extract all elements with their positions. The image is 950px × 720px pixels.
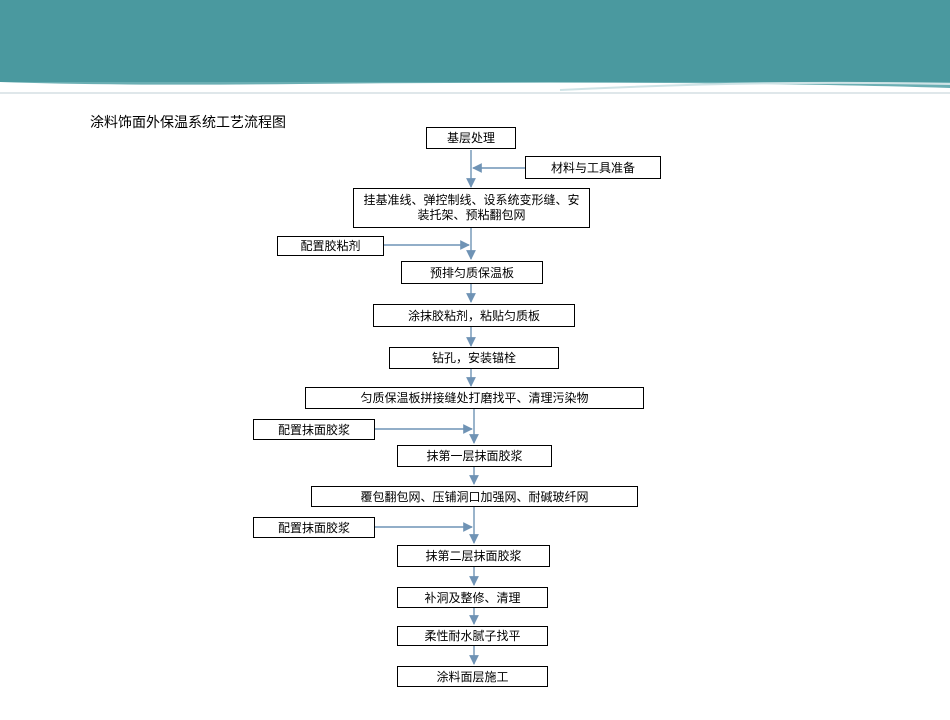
step-prearrange-boards: 预排匀质保温板 (401, 261, 543, 284)
step-mesh-reinforcement: 覆包翻包网、压铺洞口加强网、耐碱玻纤网 (311, 486, 638, 507)
step-sand-joints: 匀质保温板拼接缝处打磨找平、清理污染物 (305, 387, 644, 409)
step-paint-finish: 涂料面层施工 (397, 666, 548, 687)
page-title: 涂料饰面外保温系统工艺流程图 (90, 115, 286, 131)
step-apply-adhesive: 涂抹胶粘剂，粘贴匀质板 (373, 304, 575, 327)
step-second-mortar-coat: 抹第二层抹面胶浆 (397, 545, 550, 567)
step-base-treatment: 基层处理 (426, 127, 516, 149)
step-first-mortar-coat: 抹第一层抹面胶浆 (397, 445, 552, 467)
header-banner (0, 0, 950, 82)
input-materials-tools: 材料与工具准备 (525, 156, 661, 179)
step-patch-repair-clean: 补洞及整修、清理 (397, 587, 548, 608)
step-baseline-control-lines: 挂基准线、弹控制线、设系统变形缝、安装托架、预粘翻包网 (353, 188, 590, 228)
input-mortar-prep-1: 配置抹面胶浆 (253, 419, 375, 440)
input-mortar-prep-2: 配置抹面胶浆 (253, 517, 375, 538)
banner-wave-decoration (0, 81, 950, 91)
header-divider (0, 92, 950, 94)
input-adhesive-prep: 配置胶粘剂 (277, 236, 384, 256)
step-drill-anchors: 钻孔，安装锚栓 (389, 347, 559, 369)
step-putty-leveling: 柔性耐水腻子找平 (397, 626, 548, 646)
